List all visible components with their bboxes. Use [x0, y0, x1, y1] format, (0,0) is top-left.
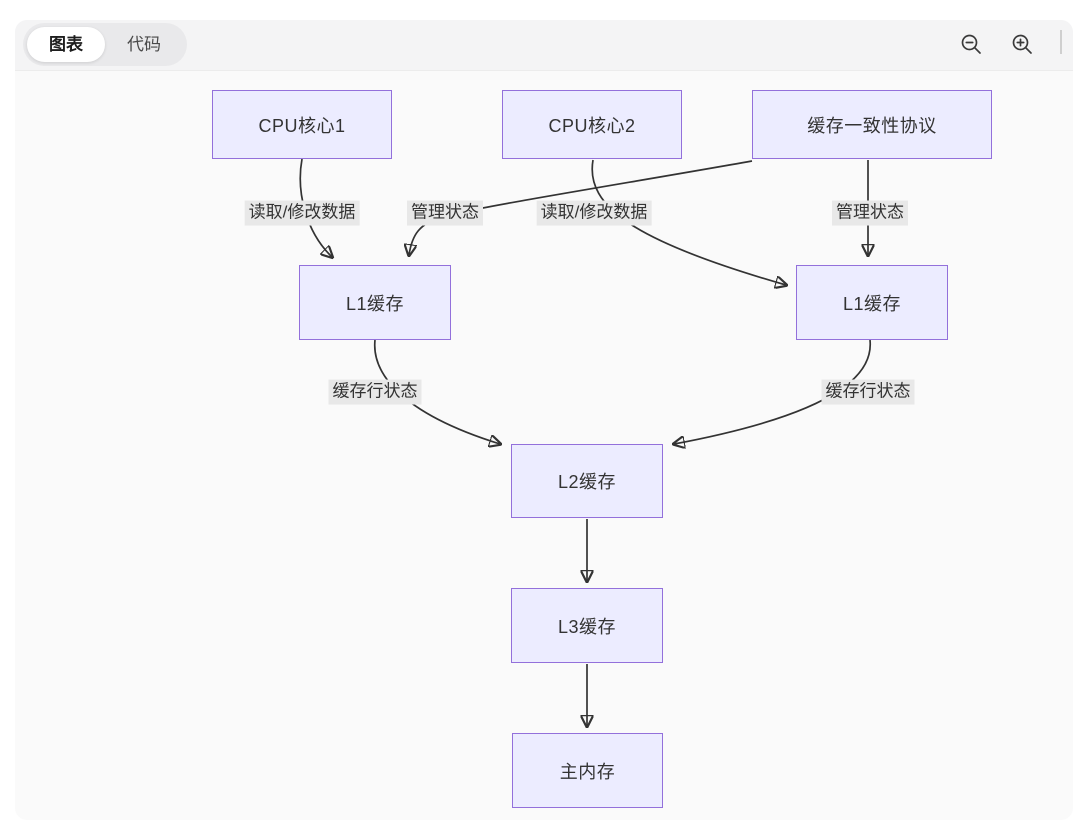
tab-code[interactable]: 代码 — [105, 27, 183, 62]
node-l1b: L1缓存 — [796, 265, 948, 340]
zoom-out-button[interactable] — [955, 28, 987, 60]
edge-label: 读取/修改数据 — [536, 200, 652, 226]
node-cpu1: CPU核心1 — [212, 90, 392, 159]
node-l3: L3缓存 — [511, 588, 663, 663]
edge-coherence-l1a — [409, 160, 753, 255]
node-coherence: 缓存一致性协议 — [752, 90, 992, 159]
toolbar: 图表 代码 — [15, 20, 1073, 71]
tab-chart[interactable]: 图表 — [27, 27, 105, 62]
node-cpu2: CPU核心2 — [502, 90, 682, 159]
tab-group: 图表 代码 — [23, 23, 187, 66]
edge-label: 读取/修改数据 — [244, 200, 360, 226]
edge-label: 缓存行状态 — [821, 379, 915, 405]
toolbar-divider — [1060, 30, 1062, 54]
node-mem: 主内存 — [512, 733, 663, 808]
zoom-out-icon — [961, 34, 981, 54]
zoom-in-button[interactable] — [1006, 28, 1038, 60]
edge-label: 管理状态 — [832, 200, 908, 226]
zoom-in-icon — [1012, 34, 1032, 54]
node-l1a: L1缓存 — [299, 265, 451, 340]
edge-label: 缓存行状态 — [328, 379, 422, 405]
node-l2: L2缓存 — [511, 444, 663, 518]
edge-label: 管理状态 — [407, 200, 483, 226]
